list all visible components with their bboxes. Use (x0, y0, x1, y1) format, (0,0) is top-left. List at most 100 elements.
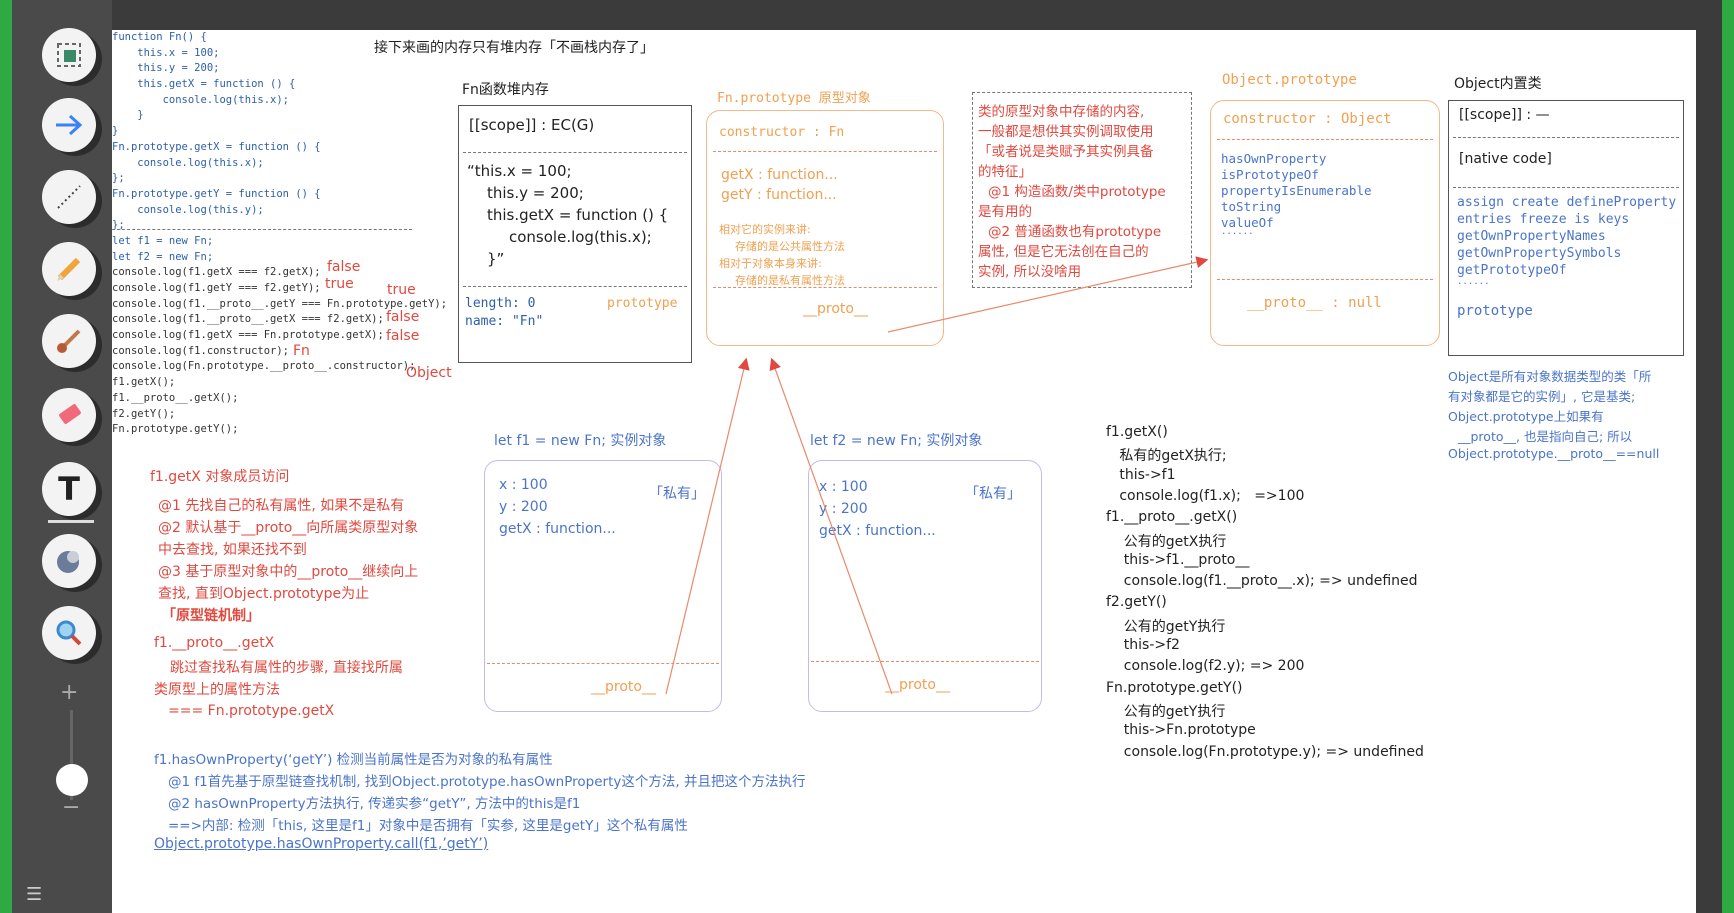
zoom-tool[interactable] (42, 606, 96, 660)
obj-proto-method-1: hasOwnProperty (1221, 151, 1327, 166)
code-line: Fn.prototype.getY(); (112, 423, 239, 436)
zoom-slider-track[interactable] (70, 710, 73, 800)
object-builtin-title: Object内置类 (1454, 76, 1542, 92)
execution-note-line: f2.getY() (1106, 594, 1167, 611)
code-line: console.log(f1.getY === f2.getY); (112, 282, 321, 294)
access-note-line-9: 类原型上的属性方法 (154, 682, 280, 698)
obj-proto-method-5: valueOf (1221, 215, 1274, 230)
answer-4: false (386, 309, 420, 325)
code-line: }; (112, 172, 125, 185)
execution-note-line: this->f1 (1106, 466, 1176, 483)
obj-proto-title: Object.prototype (1222, 72, 1357, 88)
code-line: console.log(Fn.prototype.__proto__.const… (112, 360, 416, 373)
pencil-icon (57, 257, 81, 281)
code-line: console.log(f1.constructor); (112, 344, 290, 357)
eraser-icon (59, 404, 81, 424)
code-line: let f1 = new Fn; (112, 234, 214, 247)
f2-proto-arrow (769, 357, 893, 695)
fn-heap-divider-1 (463, 152, 687, 153)
proto-note-line-4: 的特征」 (978, 164, 1032, 180)
fn-heap-body-5: }” (487, 250, 505, 268)
dotted-line-icon (57, 185, 81, 209)
brush-tool[interactable] (42, 314, 96, 368)
code-line: console.log(f1.__proto__.getX === f2.get… (112, 313, 384, 326)
code-divider (112, 229, 412, 230)
answer-1: false (327, 259, 361, 275)
f2-title: let f2 = new Fn; 实例对象 (810, 433, 983, 449)
window-edge-left (0, 0, 12, 913)
execution-note-line: Fn.prototype.getY() (1106, 679, 1243, 696)
object-builtin-prototype: prototype (1457, 303, 1533, 319)
shape-tool[interactable] (42, 534, 96, 588)
fn-heap-scope: [[scope]] : EC(G) (469, 116, 595, 134)
zoom-out-button[interactable]: − (62, 795, 81, 820)
execution-note-line: f1.getX() (1106, 424, 1168, 440)
tool-divider (48, 520, 94, 523)
object-builtin-method-5: getPrototypeOf (1457, 263, 1567, 278)
object-builtin-box: [[scope]] : — [native code] assign creat… (1448, 100, 1684, 356)
fn-heap-body-4: console.log(this.x); (509, 228, 652, 246)
pencil-tool[interactable] (42, 242, 96, 296)
access-note-line-3: 中去查找, 如果还找不到 (158, 542, 307, 558)
proto-note-line-9: 实例, 所以没啥用 (978, 264, 1082, 280)
answer-2: true (325, 276, 354, 292)
has-note-line-3: @2 hasOwnProperty方法执行, 传递实参“getY”, 方法中的t… (168, 796, 581, 812)
arrow-icon (56, 114, 83, 136)
code-line: console.log(f1.getX === f2.getX); (112, 266, 321, 279)
code-line: this.y = 200; (112, 62, 220, 75)
proto-note-line-1: 类的原型对象中存储的内容, (978, 104, 1145, 120)
fn-proto-note-3: 相对于对象本身来讲: (719, 257, 822, 270)
fn-proto-divider-2 (713, 287, 937, 288)
code-line: f1.getX(); (112, 376, 176, 389)
f2-box: x : 100 y : 200 getX : function... 「私有」 … (808, 460, 1042, 712)
execution-note-line: 公有的getY执行 (1106, 703, 1226, 720)
menu-icon[interactable]: ☰ (26, 884, 43, 905)
access-note-line-7: f1.__proto__.getX (154, 635, 275, 651)
fn-heap-divider-2 (463, 286, 687, 287)
eraser-tool[interactable] (42, 388, 96, 442)
object-builtin-method-6: ...... (1457, 277, 1490, 287)
object-builtin-divider-1 (1453, 137, 1679, 138)
execution-note-line: console.log(f2.y); => 200 (1106, 658, 1305, 675)
proto-note-line-8: 属性, 但是它无法创在自己的 (978, 244, 1149, 260)
fn-heap-title: Fn函数堆内存 (462, 82, 549, 98)
answer-5: false (386, 328, 420, 344)
execution-note-line: 公有的getX执行 (1106, 533, 1227, 550)
fn-heap-prototype: prototype (607, 296, 678, 311)
fn-proto-divider-1 (713, 151, 937, 152)
select-icon (57, 43, 81, 67)
magnifier-icon (56, 620, 82, 646)
text-icon: T (58, 470, 80, 508)
access-note-line-8: 跳过查找私有属性的步骤, 直接找所属 (170, 660, 403, 676)
fn-heap-body-1: “this.x = 100; (467, 162, 572, 180)
execution-note-line: f1.__proto__.getX() (1106, 509, 1238, 526)
execution-note-line: 私有的getX执行; (1106, 448, 1227, 465)
obj-proto-method-2: isPrototypeOf (1221, 167, 1319, 182)
obj-proto-divider-2 (1217, 279, 1433, 280)
obj-proto-method-4: toString (1221, 199, 1282, 214)
text-tool[interactable]: T (42, 462, 96, 516)
zoom-slider-handle[interactable] (56, 764, 88, 796)
f2-y: y : 200 (819, 501, 868, 517)
execution-note-line: console.log(f1.x); =>100 (1106, 487, 1305, 504)
access-note-title: f1.getX 对象成员访问 (150, 469, 290, 485)
whiteboard-canvas[interactable]: function Fn() { this.x = 100; this.y = 2… (112, 30, 1696, 913)
object-builtin-method-3: getOwnPropertyNames (1457, 229, 1606, 244)
connector-layer (665, 256, 1209, 695)
code-line: }; (112, 219, 125, 232)
f1-getx: getX : function... (499, 521, 616, 537)
f1-y: y : 200 (499, 499, 548, 515)
fn-heap-name: name: "Fn" (465, 314, 544, 329)
f1-x: x : 100 (499, 477, 548, 493)
arrow-tool[interactable] (42, 98, 96, 152)
line-tool[interactable] (42, 170, 96, 224)
select-tool[interactable] (42, 28, 96, 82)
code-line: f1.__proto__.getX(); (112, 391, 239, 404)
f1-proto: __proto__ (591, 679, 656, 695)
code-line: f2.getY(); (112, 407, 176, 420)
proto-note-line-6: 是有用的 (978, 204, 1032, 220)
proto-note-line-2: 一般都是想供其实例调取使用 (978, 124, 1154, 140)
code-line: let f2 = new Fn; (112, 250, 214, 263)
zoom-in-button[interactable]: + (60, 680, 79, 705)
fn-proto-note-2: 存储的是公共属性方法 (735, 240, 845, 253)
